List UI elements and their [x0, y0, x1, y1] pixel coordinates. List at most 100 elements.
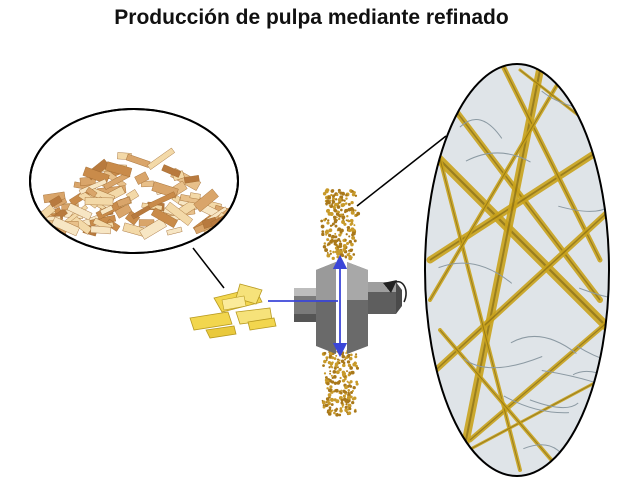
- fiber-particle: [335, 354, 338, 357]
- fiber-particle: [333, 366, 337, 370]
- fiber-particle: [327, 219, 330, 222]
- fine-fibril: [503, 395, 569, 414]
- fiber-particle: [327, 388, 332, 393]
- fiber-particle: [327, 401, 331, 406]
- fiber-particle: [348, 371, 351, 374]
- rotation-arrow-icon: [383, 280, 407, 303]
- fiber-strand-edge: [429, 119, 521, 471]
- fiber-particle: [345, 219, 348, 222]
- fiber-particle: [345, 233, 348, 236]
- fiber-particle: [336, 366, 339, 369]
- fiber-particle: [323, 242, 327, 245]
- fiber-particle: [336, 255, 340, 259]
- fiber-particle: [348, 228, 352, 233]
- fiber-particle: [351, 192, 356, 197]
- fiber-particle: [339, 213, 343, 217]
- fiber-particle: [338, 392, 341, 394]
- fiber-particle: [326, 251, 329, 254]
- fiber-particle: [342, 248, 346, 252]
- fiber-particle: [341, 215, 346, 220]
- fiber-particle: [342, 203, 346, 207]
- fiber-strand-edge: [499, 64, 601, 261]
- fiber-particle: [335, 216, 338, 219]
- fiber-particle: [329, 252, 332, 255]
- fiber-particle: [349, 366, 353, 370]
- fiber-particle: [355, 353, 358, 356]
- fiber-particle: [331, 356, 335, 360]
- fiber-particle: [341, 354, 346, 359]
- diagram-title: Producción de pulpa mediante refinado: [114, 6, 509, 29]
- fiber-particle: [325, 202, 328, 205]
- wood-chip: [85, 186, 98, 198]
- fiber-particle: [330, 193, 333, 197]
- fiber-particle: [337, 237, 341, 242]
- fiber-particle: [329, 250, 332, 253]
- fiber-micrograph: [424, 63, 610, 477]
- fiber-particle: [346, 360, 351, 364]
- fine-fibril: [459, 118, 503, 139]
- fiber-particle: [342, 239, 346, 242]
- fiber-particle: [344, 408, 348, 413]
- fiber-strand-edge: [469, 319, 609, 441]
- fiber-particle: [335, 413, 339, 417]
- fiber-particle: [330, 365, 333, 368]
- fiber-particle: [346, 370, 348, 373]
- fiber-particle: [345, 197, 348, 200]
- fiber-particle: [334, 198, 338, 201]
- wood-chip: [82, 166, 110, 185]
- fiber-particle: [342, 213, 345, 216]
- fiber-particle: [329, 212, 334, 216]
- fiber-particle: [351, 235, 356, 240]
- fiber-particle: [344, 405, 348, 410]
- wood-chip: [84, 197, 114, 206]
- fiber-particle: [335, 370, 340, 375]
- fiber-particle: [345, 403, 348, 406]
- fiber-particle: [326, 208, 330, 213]
- fine-fibril: [510, 336, 577, 354]
- wood-chip: [134, 171, 150, 185]
- fiber-particle: [336, 358, 340, 361]
- fiber-particle: [354, 209, 357, 212]
- fiber-particle: [345, 352, 348, 354]
- fiber-particle: [351, 397, 355, 401]
- fiber-particle: [343, 199, 346, 202]
- fiber-particle: [336, 205, 341, 209]
- fine-fibril: [579, 287, 609, 300]
- fiber-strand-edge: [439, 329, 561, 471]
- fiber-particle: [324, 376, 328, 379]
- fiber-particle: [344, 392, 347, 395]
- fiber-particle: [331, 222, 335, 226]
- fiber-particle: [348, 407, 351, 410]
- fiber-particle: [340, 389, 343, 392]
- fiber-particle: [333, 375, 337, 379]
- fiber-particle: [325, 233, 328, 236]
- wood-chip: [66, 202, 93, 221]
- fiber-particle: [342, 389, 346, 393]
- fiber-particle: [352, 253, 356, 256]
- fiber-particle: [326, 188, 330, 192]
- fiber-particle: [351, 389, 354, 393]
- fiber-particle: [349, 218, 354, 223]
- fiber-particle: [331, 234, 336, 239]
- fine-fibril: [438, 262, 513, 284]
- fiber-particle: [323, 372, 327, 375]
- fiber-particle: [336, 350, 339, 353]
- flow-arrows: [268, 254, 348, 358]
- fiber-particle: [333, 215, 337, 219]
- fiber-particle: [344, 208, 349, 213]
- fiber-particle: [347, 389, 351, 392]
- fiber-particle: [341, 220, 346, 224]
- fiber-particle: [348, 252, 351, 255]
- fiber-particle: [347, 411, 352, 416]
- wood-chip: [90, 225, 112, 235]
- fiber-particle: [325, 359, 328, 361]
- fiber-particle: [347, 202, 351, 206]
- fiber-particle: [322, 244, 327, 249]
- fiber-particle: [339, 391, 343, 395]
- connector-line-right: [356, 135, 447, 207]
- fiber-particle: [351, 231, 356, 236]
- fiber-particle: [346, 241, 350, 245]
- wood-chip: [189, 192, 201, 200]
- wood-chip: [166, 226, 183, 236]
- wood-chip: [116, 196, 132, 208]
